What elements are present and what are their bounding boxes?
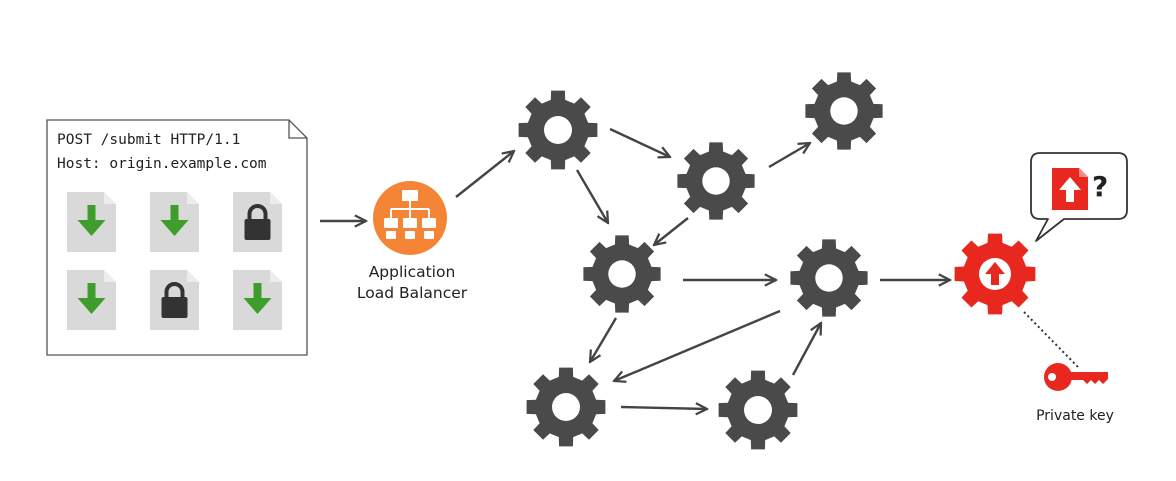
load-balancer-label: Application Load Balancer — [330, 262, 494, 304]
processing-gears — [518, 72, 883, 450]
request-file-lock-icon — [150, 270, 199, 330]
load-balancer-label-line1: Application — [368, 263, 456, 281]
http-request-text: POST /submit HTTP/1.1 Host: origin.examp… — [57, 128, 267, 176]
arrow-gear-4-to-gear-6 — [590, 317, 618, 362]
arrow-alb-to-gear-1 — [455, 151, 514, 198]
gear-5-gear-icon — [790, 239, 868, 317]
arrow-gear-2-to-gear-4 — [654, 217, 689, 245]
load-balancer-icon — [373, 181, 447, 255]
gear-2-gear-icon — [677, 142, 755, 220]
arrow-gear-2-to-gear-3 — [768, 143, 810, 169]
arrow-gear-5-to-gear-6 — [614, 309, 781, 381]
host-header: Host: origin.example.com — [57, 156, 267, 172]
gear-6-gear-icon — [526, 367, 606, 447]
arrow-gear-1-to-gear-2 — [609, 127, 670, 157]
question-mark: ? — [1092, 170, 1109, 203]
private-key-label: Private key — [1036, 408, 1114, 424]
request-line: POST /submit HTTP/1.1 — [57, 132, 241, 148]
request-file-download-icon — [67, 270, 116, 330]
arrow-gear-6-to-gear-7 — [620, 407, 707, 409]
request-file-lock-icon — [233, 192, 282, 252]
key-connector — [1023, 311, 1079, 368]
key-icon — [1044, 363, 1108, 391]
gear-4-gear-icon — [583, 235, 661, 313]
upload-gear-icon — [954, 233, 1036, 315]
arrow-gear-7-to-gear-5 — [791, 323, 821, 376]
speech-bubble — [1030, 152, 1128, 242]
gear-3-gear-icon — [805, 72, 883, 150]
arrow-gear-1-to-gear-4 — [575, 169, 608, 223]
upload-file-icon — [1052, 168, 1088, 210]
flow-arrows — [320, 127, 950, 409]
gear-1-gear-icon — [518, 90, 598, 170]
gear-7-gear-icon — [718, 370, 798, 450]
request-file-download-icon — [233, 270, 282, 330]
load-balancer-label-line2: Load Balancer — [356, 284, 468, 302]
request-file-download-icon — [67, 192, 116, 252]
request-file-grid — [67, 192, 282, 330]
request-file-download-icon — [150, 192, 199, 252]
